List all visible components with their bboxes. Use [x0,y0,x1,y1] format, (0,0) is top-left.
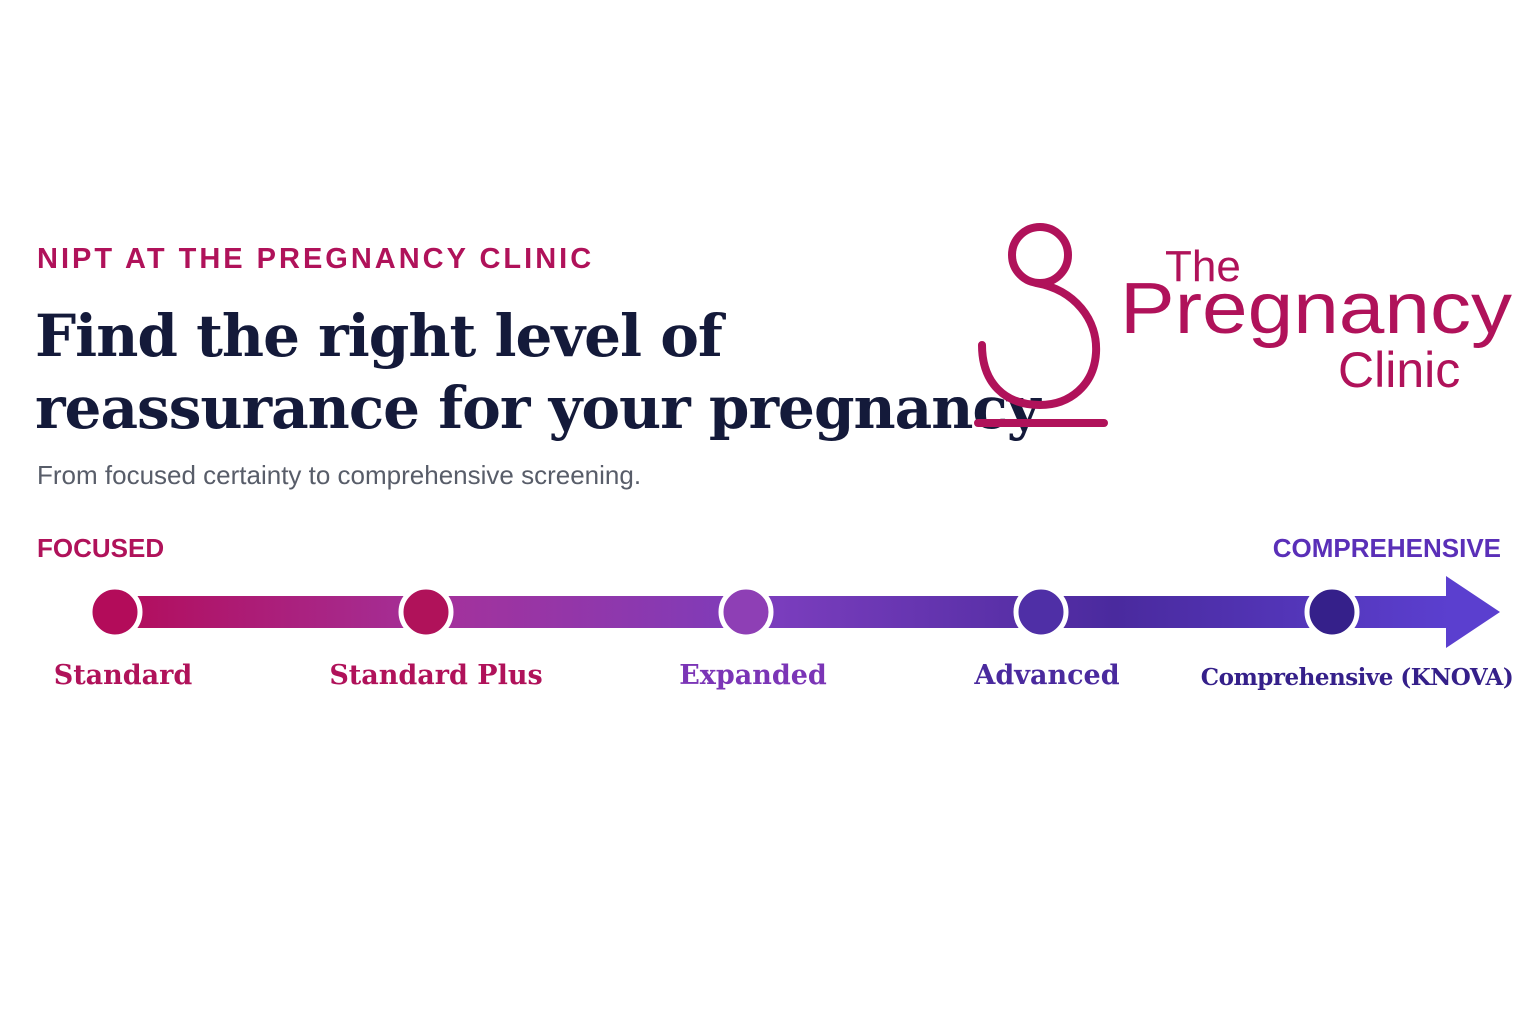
tier-node-3 [718,584,774,640]
tier-node-5 [1304,584,1360,640]
wordmark-clinic: Clinic [1338,342,1460,398]
page-title-line-2: reassurance for your pregnancy [35,374,1040,442]
tier-label-5: Comprehensive (KNOVA) [1200,664,1514,691]
tier-label-1: Standard [53,660,193,691]
wordmark-the: The [1165,242,1241,291]
spectrum-arrowhead [1446,576,1500,648]
spectrum-start-label: FOCUSED [37,533,165,563]
pregnancy-figure-icon [974,223,1108,427]
page-title-line-1: Find the right level of [35,302,723,370]
tier-node-4 [1013,584,1069,640]
tier-label-2: Standard Plus [329,660,543,691]
spectrum-bar [110,596,1450,628]
tier-label-3: Expanded [679,660,827,691]
spectrum-end-label: COMPREHENSIVE [1272,533,1501,563]
page-title: Find the right level of reassurance for … [35,300,1040,444]
eyebrow-heading: NIPT AT THE PREGNANCY CLINIC [37,243,595,275]
tier-node-1 [87,584,143,640]
wordmark-pregnancy: Pregnancy [1120,269,1512,349]
tier-node-2 [398,584,454,640]
nipt-spectrum [87,576,1500,648]
clinic-wordmark: The Pregnancy Clinic [1120,242,1512,398]
tier-label-4: Advanced [974,660,1120,691]
clinic-logo: The Pregnancy Clinic [974,223,1512,427]
page-subtitle: From focused certainty to comprehensive … [37,460,642,490]
